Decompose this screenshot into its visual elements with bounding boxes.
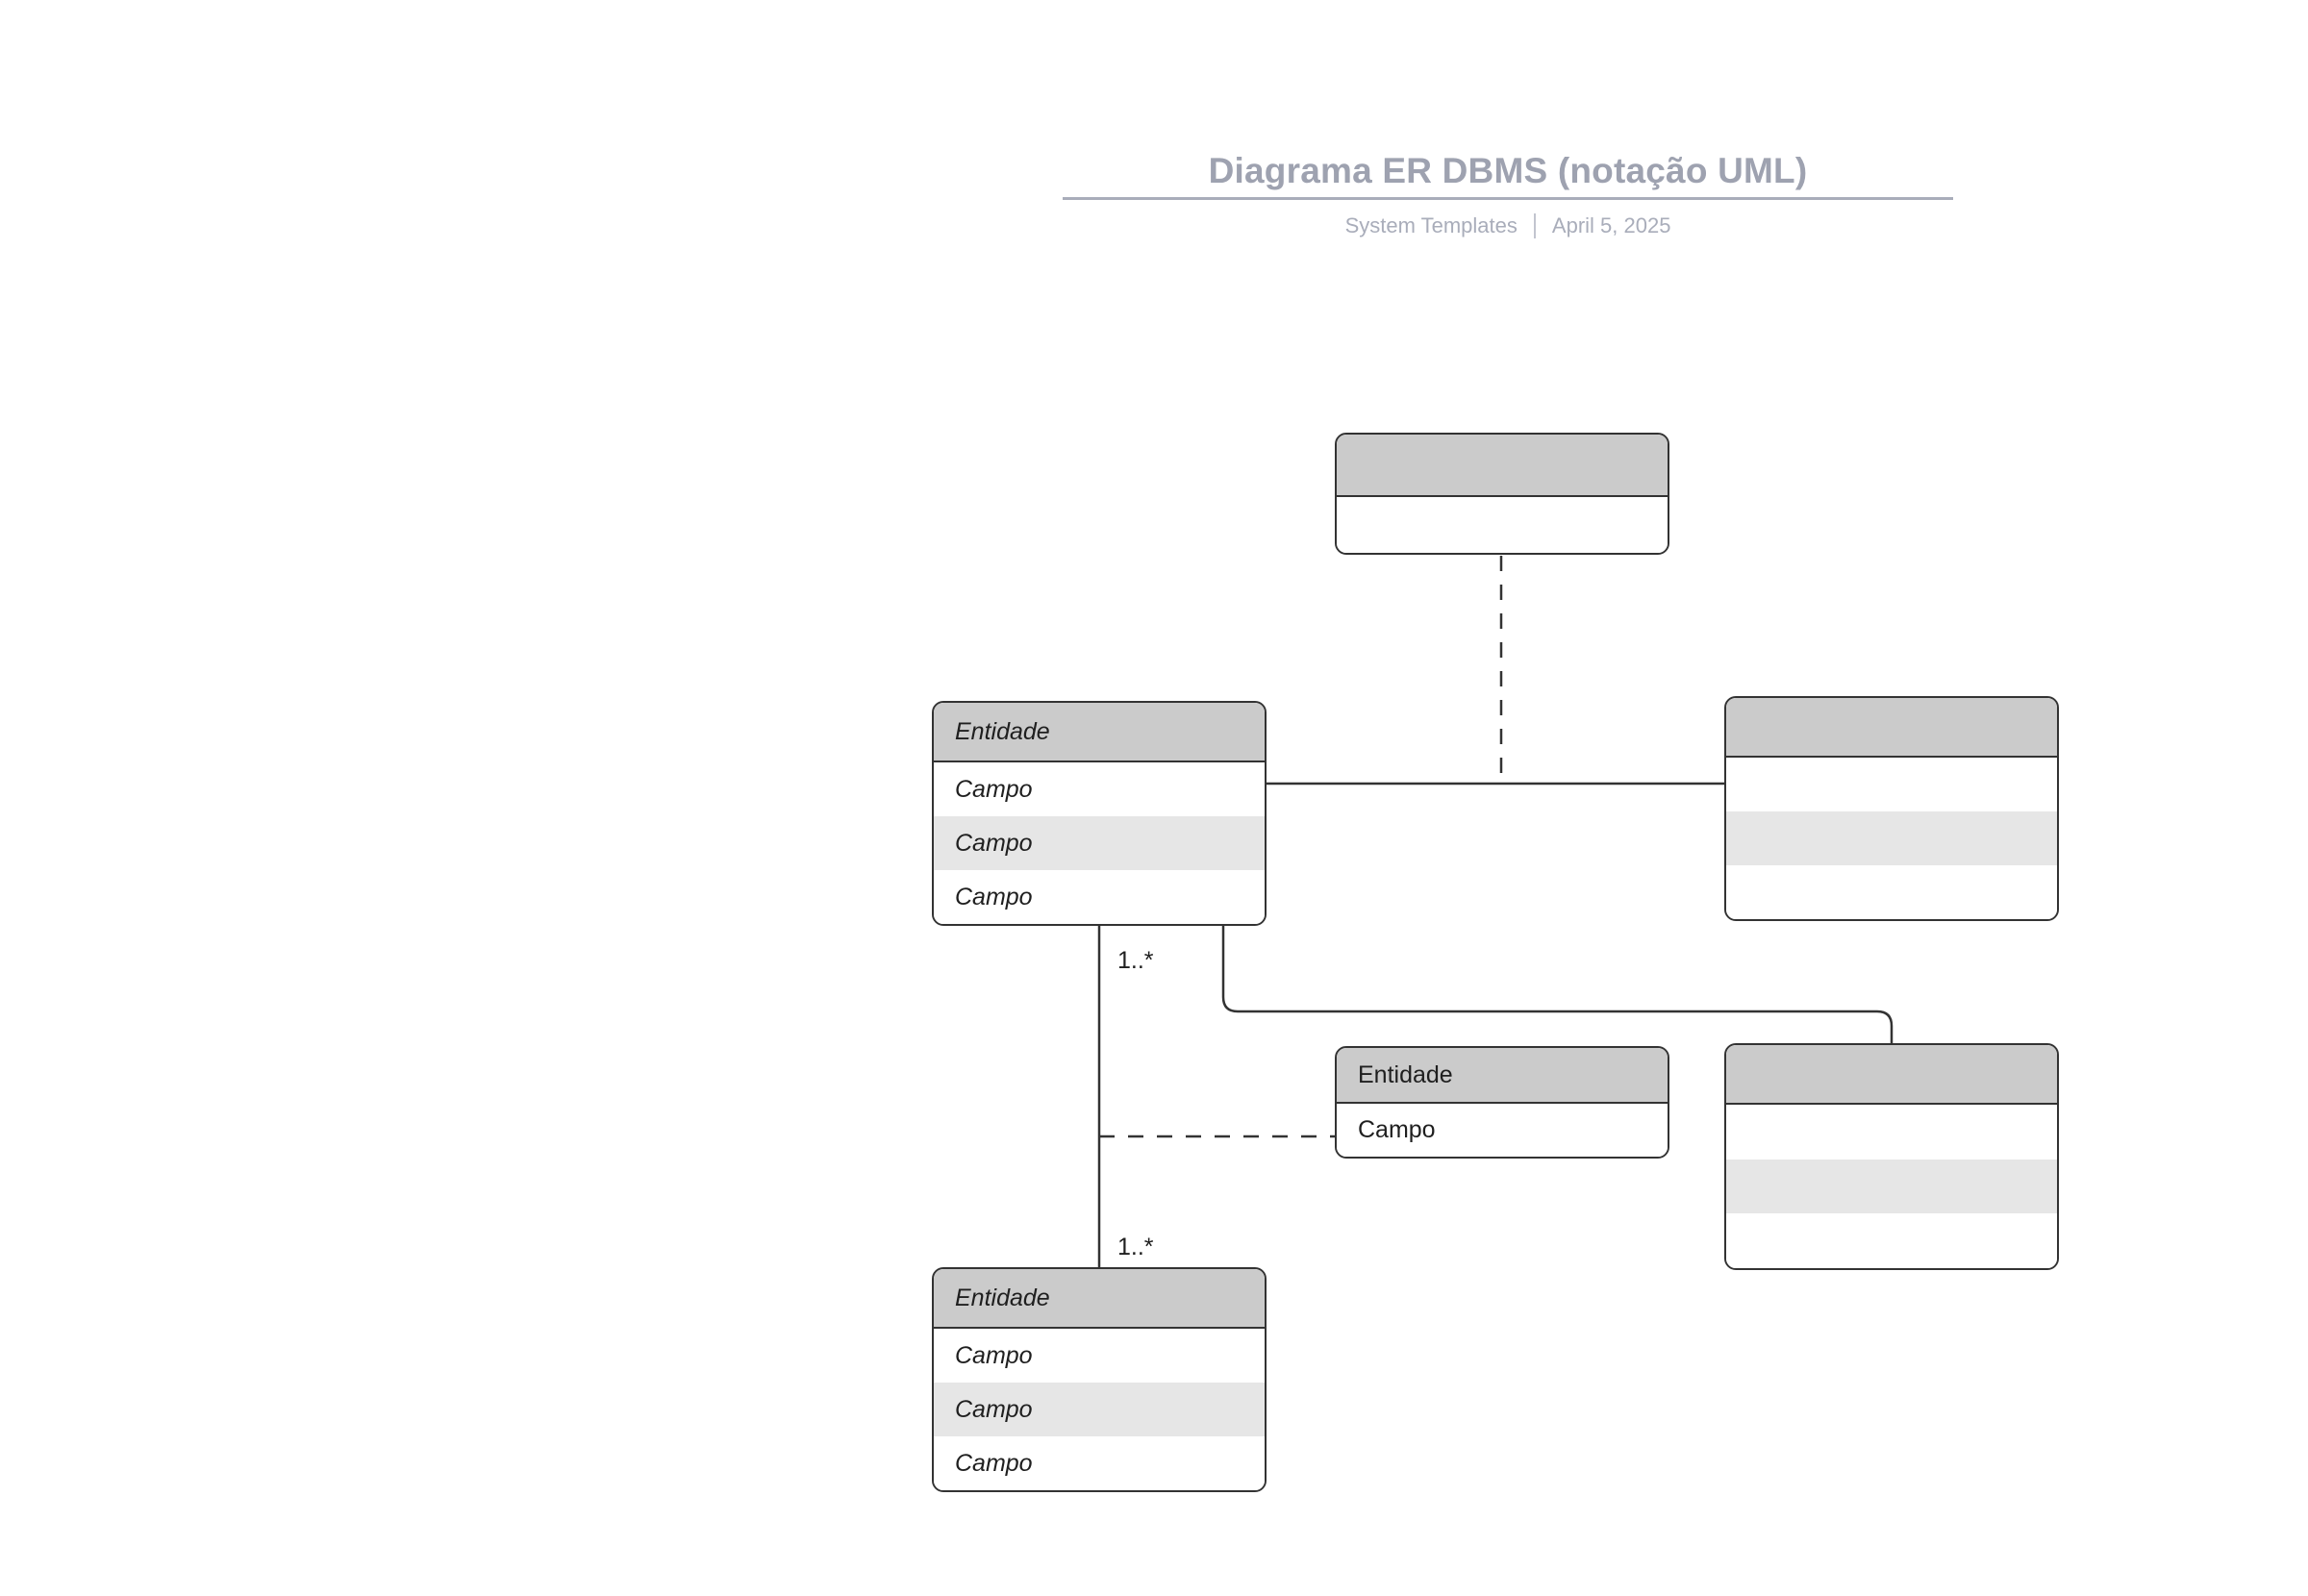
entity-title: Entidade <box>1337 1048 1668 1104</box>
entity-title <box>1726 1045 2057 1105</box>
subtitle-separator <box>1533 213 1536 238</box>
entity-field[interactable] <box>1726 811 2057 865</box>
entity-title <box>1337 435 1668 497</box>
entity-field[interactable] <box>1726 1213 2057 1268</box>
entity-box[interactable] <box>1335 433 1669 555</box>
entity-box[interactable] <box>1724 1043 2059 1270</box>
entity-field[interactable]: Campo <box>934 762 1265 816</box>
entity-field[interactable]: Campo <box>934 1329 1265 1383</box>
entity-title: Entidade <box>934 1269 1265 1329</box>
entity-field[interactable] <box>1726 1159 2057 1214</box>
entity-field[interactable] <box>1726 758 2057 811</box>
multiplicity-label: 1..* <box>1117 1234 1154 1260</box>
subtitle-row: System Templates April 5, 2025 <box>1063 213 1953 238</box>
page-title: Diagrama ER DBMS (notação UML) <box>1208 151 1808 190</box>
entity-field[interactable]: Campo <box>934 1383 1265 1436</box>
entity-field[interactable]: Campo <box>934 1436 1265 1490</box>
multiplicity-label: 1..* <box>1117 947 1154 974</box>
entity-box[interactable] <box>1724 696 2059 921</box>
entity-title: Entidade <box>934 703 1265 762</box>
title-divider <box>1063 197 1953 200</box>
conn-routed-right <box>1221 926 1894 1043</box>
entity-field[interactable] <box>1726 865 2057 919</box>
entity-field[interactable] <box>1337 497 1668 553</box>
subtitle-date: April 5, 2025 <box>1551 213 1671 237</box>
entity-field[interactable]: Campo <box>934 816 1265 870</box>
entity-field[interactable]: Campo <box>1337 1104 1668 1157</box>
header-block: Diagrama ER DBMS (notação UML) System Te… <box>1063 149 1953 238</box>
entity-field[interactable] <box>1726 1105 2057 1160</box>
entity-field[interactable]: Campo <box>934 870 1265 924</box>
entity-title <box>1726 698 2057 758</box>
subtitle-author: System Templates <box>1344 213 1518 237</box>
